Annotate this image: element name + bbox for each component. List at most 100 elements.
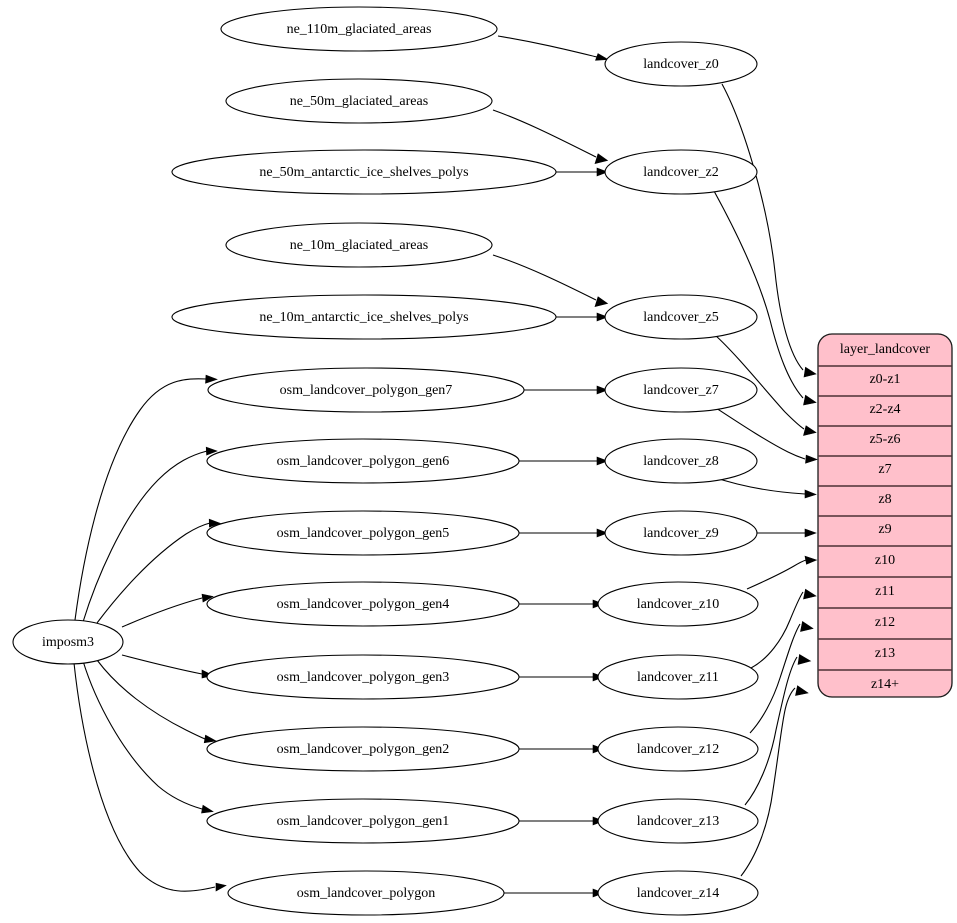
table-row-z12-label: z12 [875, 615, 895, 630]
layer-landcover-table[interactable]: layer_landcover z0-z1 z2-z4 z5-z6 z7 [817, 333, 953, 698]
node-osm-landcover-polygon-gen2[interactable]: osm_landcover_polygon_gen2 [206, 726, 520, 772]
node-osm-landcover-polygon-gen4[interactable]: osm_landcover_polygon_gen4 [206, 581, 520, 627]
edge-z13-to-row-z13 [744, 654, 812, 806]
table-row-z8-label: z8 [878, 492, 891, 507]
table-row-z7[interactable]: z7 [818, 462, 952, 487]
edge-gen7-to-z7 [524, 385, 609, 395]
node-osm-landcover-polygon-gen4-label: osm_landcover_polygon_gen4 [277, 597, 450, 612]
edge-polygon-to-z14 [504, 888, 605, 898]
edge-z2-to-row-z2z4 [713, 190, 817, 406]
node-landcover-z5-label: landcover_z5 [643, 310, 718, 325]
table-row-z12[interactable]: z12 [818, 615, 952, 640]
table-row-z11-label: z11 [875, 584, 895, 599]
node-landcover-z14[interactable]: landcover_z14 [597, 870, 759, 916]
node-landcover-z13-label: landcover_z13 [637, 814, 719, 829]
table-row-z7-label: z7 [878, 462, 891, 477]
table-row-z8[interactable]: z8 [818, 492, 952, 517]
edge-z8-to-row-z8 [712, 476, 817, 499]
table-row-z11[interactable]: z11 [818, 584, 952, 609]
node-osm-landcover-polygon-gen6-label: osm_landcover_polygon_gen6 [277, 454, 450, 469]
edge-ne50m-antarctic-to-z2 [556, 167, 609, 177]
edge-imposm3-to-gen5 [96, 518, 221, 624]
edge-imposm3-to-gen6 [82, 446, 218, 623]
node-landcover-z0-label: landcover_z0 [643, 57, 718, 72]
node-osm-landcover-polygon-gen2-label: osm_landcover_polygon_gen2 [277, 742, 450, 757]
edge-z10-to-row-z10 [746, 555, 818, 590]
table-row-z14-plus[interactable]: z14+ [871, 677, 899, 692]
edge-imposm3-to-gen1 [82, 660, 214, 814]
edge-imposm3-to-gen3 [121, 654, 214, 679]
node-osm-landcover-polygon-gen3[interactable]: osm_landcover_polygon_gen3 [206, 654, 520, 700]
edge-imposm3-to-polygon [73, 662, 227, 892]
edge-z12-to-row-z12 [749, 621, 814, 734]
node-osm-landcover-polygon[interactable]: osm_landcover_polygon [227, 870, 505, 916]
node-layer: imposm3 ne_110m_glaciated_areas ne_50m_g… [12, 6, 759, 916]
node-landcover-z2[interactable]: landcover_z2 [604, 149, 758, 195]
table-row-z14-plus-label: z14+ [871, 677, 899, 692]
node-ne-50m-antarctic-ice-shelves-polys[interactable]: ne_50m_antarctic_ice_shelves_polys [171, 149, 557, 195]
node-osm-landcover-polygon-gen7[interactable]: osm_landcover_polygon_gen7 [207, 367, 525, 413]
table-row-z5-z6[interactable]: z5-z6 [818, 432, 952, 457]
node-landcover-z10[interactable]: landcover_z10 [597, 581, 759, 627]
table-row-z5-z6-label: z5-z6 [869, 432, 900, 447]
node-ne-50m-antarctic-ice-shelves-polys-label: ne_50m_antarctic_ice_shelves_polys [259, 165, 468, 180]
edge-ne50m-glac-to-z2 [492, 109, 609, 165]
node-osm-landcover-polygon-gen7-label: osm_landcover_polygon_gen7 [280, 383, 453, 398]
edge-imposm3-to-gen4 [121, 593, 214, 628]
node-osm-landcover-polygon-gen3-label: osm_landcover_polygon_gen3 [277, 670, 450, 685]
node-landcover-z2-label: landcover_z2 [643, 165, 718, 180]
node-ne-50m-glaciated-areas-label: ne_50m_glaciated_areas [290, 94, 428, 109]
node-osm-landcover-polygon-gen1[interactable]: osm_landcover_polygon_gen1 [206, 798, 520, 844]
node-landcover-z9[interactable]: landcover_z9 [604, 510, 758, 556]
node-ne-10m-antarctic-ice-shelves-polys[interactable]: ne_10m_antarctic_ice_shelves_polys [171, 294, 557, 340]
node-ne-110m-glaciated-areas[interactable]: ne_110m_glaciated_areas [220, 6, 498, 52]
node-landcover-z12[interactable]: landcover_z12 [597, 726, 759, 772]
node-ne-110m-glaciated-areas-label: ne_110m_glaciated_areas [287, 22, 432, 37]
node-ne-10m-glaciated-areas-label: ne_10m_glaciated_areas [290, 238, 428, 253]
node-osm-landcover-polygon-gen6[interactable]: osm_landcover_polygon_gen6 [206, 438, 520, 484]
table-row-z2-z4-label: z2-z4 [869, 402, 900, 417]
node-osm-landcover-polygon-gen5[interactable]: osm_landcover_polygon_gen5 [206, 510, 520, 556]
table-row-z0-z1-label: z0-z1 [869, 372, 900, 387]
table-row-z9-label: z9 [878, 522, 891, 537]
edge-layer [73, 35, 818, 898]
node-imposm3[interactable]: imposm3 [12, 619, 124, 665]
edge-imposm3-to-gen7 [74, 374, 218, 621]
node-landcover-z11-label: landcover_z11 [637, 670, 719, 685]
layer-landcover-header-label: layer_landcover [840, 342, 931, 357]
table-row-z13[interactable]: z13 [818, 646, 952, 671]
edge-gen6-to-z8 [519, 456, 609, 466]
table-row-z0-z1[interactable]: z0-z1 [818, 372, 952, 397]
edge-z14-to-row-z14plus [740, 685, 809, 877]
node-landcover-z0[interactable]: landcover_z0 [604, 41, 758, 87]
node-landcover-z5[interactable]: landcover_z5 [604, 294, 758, 340]
node-landcover-z11[interactable]: landcover_z11 [597, 654, 759, 700]
node-landcover-z7[interactable]: landcover_z7 [604, 367, 758, 413]
node-landcover-z14-label: landcover_z14 [637, 886, 719, 901]
node-landcover-z8-label: landcover_z8 [643, 454, 718, 469]
edge-z7-to-row-z7 [712, 405, 818, 464]
table-row-z10[interactable]: z10 [818, 553, 952, 578]
edge-ne10m-glac-to-z5 [492, 254, 609, 308]
node-landcover-z9-label: landcover_z9 [643, 526, 718, 541]
table-row-z2-z4[interactable]: z2-z4 [818, 402, 952, 427]
edge-gen1-to-z13 [519, 816, 605, 826]
node-osm-landcover-polygon-label: osm_landcover_polygon [297, 886, 435, 901]
node-landcover-z8[interactable]: landcover_z8 [604, 438, 758, 484]
node-landcover-z7-label: landcover_z7 [643, 383, 718, 398]
edge-z5-to-row-z5z6 [714, 334, 817, 436]
node-landcover-z13[interactable]: landcover_z13 [597, 798, 759, 844]
node-landcover-z10-label: landcover_z10 [637, 597, 719, 612]
node-osm-landcover-polygon-gen1-label: osm_landcover_polygon_gen1 [277, 814, 450, 829]
node-ne-50m-glaciated-areas[interactable]: ne_50m_glaciated_areas [225, 78, 493, 124]
table-row-z9[interactable]: z9 [818, 522, 952, 547]
edge-imposm3-to-gen2 [96, 659, 217, 744]
edge-ne110m-to-z0 [497, 35, 609, 61]
edge-gen2-to-z12 [519, 744, 605, 754]
edge-gen4-to-z10 [519, 599, 605, 609]
node-ne-10m-antarctic-ice-shelves-polys-label: ne_10m_antarctic_ice_shelves_polys [259, 310, 468, 325]
node-ne-10m-glaciated-areas[interactable]: ne_10m_glaciated_areas [225, 222, 493, 268]
node-imposm3-label: imposm3 [42, 635, 94, 650]
